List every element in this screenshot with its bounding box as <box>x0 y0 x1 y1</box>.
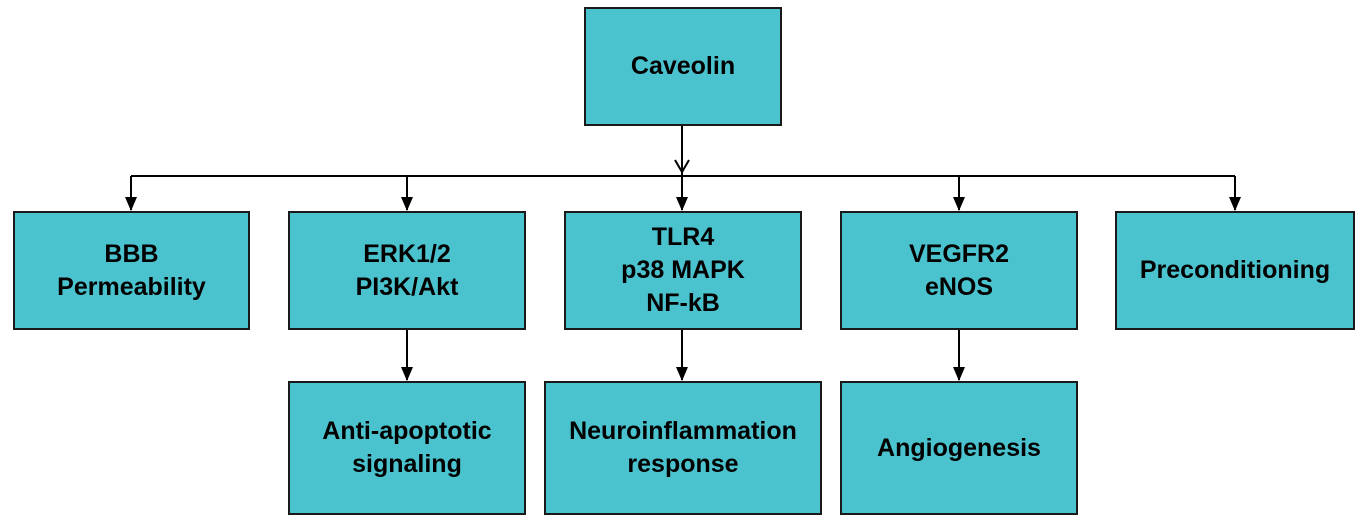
erk-pi3k-label: ERK1/2 PI3K/Akt <box>355 239 459 301</box>
tlr4-label: TLR4 p38 MAPK NF-kB <box>621 223 745 317</box>
caveolin-label: Caveolin <box>630 52 736 80</box>
erk-pi3k-node: ERK1/2 PI3K/Akt <box>288 211 526 330</box>
anti-apoptotic-label: Anti-apoptotic signaling <box>322 417 492 478</box>
caveolin-node: Caveolin <box>584 7 782 126</box>
vegfr2-label: VEGFR2 eNOS <box>908 239 1010 301</box>
tlr4-node: TLR4 p38 MAPK NF-kB <box>564 211 802 330</box>
neuroinflammation-label: Neuroinflammation response <box>569 417 797 478</box>
angiogenesis-node: Angiogenesis <box>840 381 1078 515</box>
preconditioning-label: Preconditioning <box>1139 256 1331 284</box>
vegfr2-node: VEGFR2 eNOS <box>840 211 1078 330</box>
neuroinflammation-node: Neuroinflammation response <box>544 381 822 515</box>
anti-apoptotic-node: Anti-apoptotic signaling <box>288 381 526 515</box>
preconditioning-node: Preconditioning <box>1115 211 1355 330</box>
bbb-permeability-label: BBB Permeability <box>57 239 206 301</box>
bbb-permeability-node: BBB Permeability <box>13 211 250 330</box>
angiogenesis-label: Angiogenesis <box>877 433 1041 462</box>
junction-arrowhead <box>674 159 690 174</box>
